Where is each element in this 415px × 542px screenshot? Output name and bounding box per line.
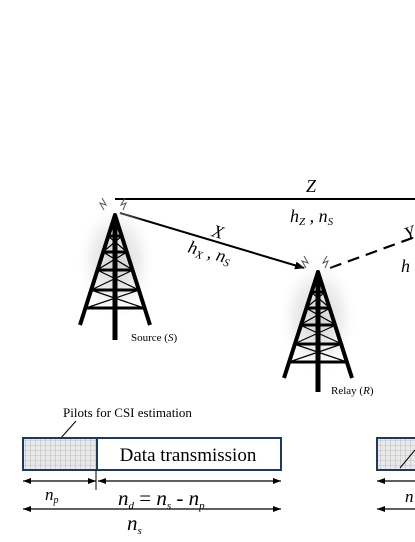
source-relay-link-label: X (209, 220, 227, 243)
source-relay-link-params: hX , nS (185, 237, 234, 270)
source-label: Source (S) (131, 332, 177, 344)
relay-tower-icon (278, 255, 358, 392)
ns-label: ns (127, 511, 142, 537)
relay-dest-link-line (329, 235, 415, 270)
source-tower-icon (76, 197, 156, 340)
nd-equation: nd = ns - np (118, 486, 205, 512)
pilots-label: Pilots for CSI estimation (63, 405, 192, 420)
right-np-label: n (405, 487, 414, 506)
direct-link-label: Z (306, 176, 317, 196)
data-transmission-label: Data transmission (120, 445, 257, 466)
data-block (96, 437, 282, 471)
direct-link-params: hZ , nS (290, 206, 334, 228)
relay-dest-link-params: h (401, 256, 410, 276)
relay-label: Relay (R) (331, 385, 374, 397)
next-frame-pilot-block (376, 437, 415, 471)
pilot-block (22, 437, 98, 471)
np-label: np (45, 485, 59, 506)
source-relay-link-line (119, 212, 305, 270)
